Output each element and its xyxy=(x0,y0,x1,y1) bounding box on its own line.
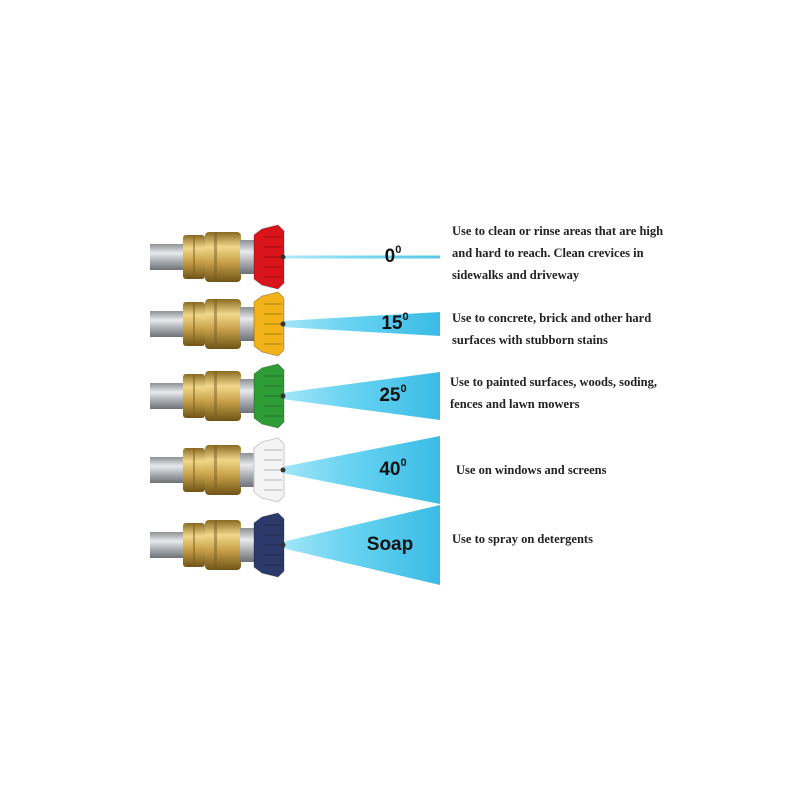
nozzle-orifice xyxy=(280,254,286,260)
nozzle-orifice xyxy=(280,321,286,327)
spray-angle-value: 25 xyxy=(379,385,401,407)
nozzle-tip-green-icon xyxy=(253,363,285,429)
degree-mark: 0 xyxy=(400,456,407,469)
nozzle-description: Use to spray on detergents xyxy=(452,532,593,546)
brass-coupler xyxy=(205,299,241,349)
steel-plug xyxy=(240,379,256,413)
nozzle-row xyxy=(150,363,440,429)
coupler-groove xyxy=(214,232,217,282)
brass-coupler xyxy=(205,445,241,495)
nozzle-row xyxy=(150,436,440,504)
spray-angle-label: 150 xyxy=(381,310,409,335)
steel-wand xyxy=(150,244,186,270)
spray-pattern xyxy=(282,312,440,336)
spray-angle-value: 40 xyxy=(379,459,401,481)
coupler-groove xyxy=(214,299,217,349)
degree-mark: 0 xyxy=(400,382,407,395)
nozzle-orifice xyxy=(280,542,286,548)
nozzle-row xyxy=(150,505,440,585)
spray-angle-value: 0 xyxy=(384,246,396,268)
spray-pattern xyxy=(282,505,440,585)
steel-plug xyxy=(240,240,256,274)
spray-angle-value: 15 xyxy=(381,313,403,335)
spray-angle-label: 00 xyxy=(384,243,402,268)
steel-wand xyxy=(150,383,186,409)
spray-pattern xyxy=(282,255,440,259)
steel-wand xyxy=(150,532,186,558)
nozzle-description: Use to clean or rinse areas that are hig… xyxy=(452,224,664,282)
nozzle-description: Use on windows and screens xyxy=(456,463,607,477)
nozzle-tip-white-icon xyxy=(253,437,285,503)
nozzle-row xyxy=(150,291,440,357)
nozzle-description: Use to concrete, brick and other hard su… xyxy=(452,311,652,347)
degree-mark: 0 xyxy=(402,310,409,323)
degree-mark: 0 xyxy=(395,243,402,256)
spray-angle-label: 400 xyxy=(379,456,407,481)
steel-wand xyxy=(150,311,186,337)
steel-plug xyxy=(240,307,256,341)
nozzle-tip-yellow-icon xyxy=(253,291,285,357)
coupler-groove xyxy=(214,520,217,570)
coupler-groove xyxy=(214,371,217,421)
spray-pattern xyxy=(282,436,440,504)
steel-wand xyxy=(150,457,186,483)
brass-coupler xyxy=(205,232,241,282)
nozzle-tip-red-icon xyxy=(253,224,285,290)
steel-plug xyxy=(240,453,256,487)
spray-angle-value: Soap xyxy=(366,534,414,555)
spray-pattern xyxy=(282,372,440,420)
spray-angle-label: Soap xyxy=(367,534,413,556)
nozzle-row xyxy=(150,224,440,290)
nozzle-tip-blue-icon xyxy=(253,512,285,578)
nozzle-orifice xyxy=(280,467,286,473)
spray-angle-label: 250 xyxy=(379,382,407,407)
brass-coupler xyxy=(205,520,241,570)
coupler-groove xyxy=(214,445,217,495)
steel-plug xyxy=(240,528,256,562)
brass-coupler xyxy=(205,371,241,421)
nozzle-orifice xyxy=(280,393,286,399)
nozzle-description: Use to painted surfaces, woods, soding, … xyxy=(450,375,657,411)
